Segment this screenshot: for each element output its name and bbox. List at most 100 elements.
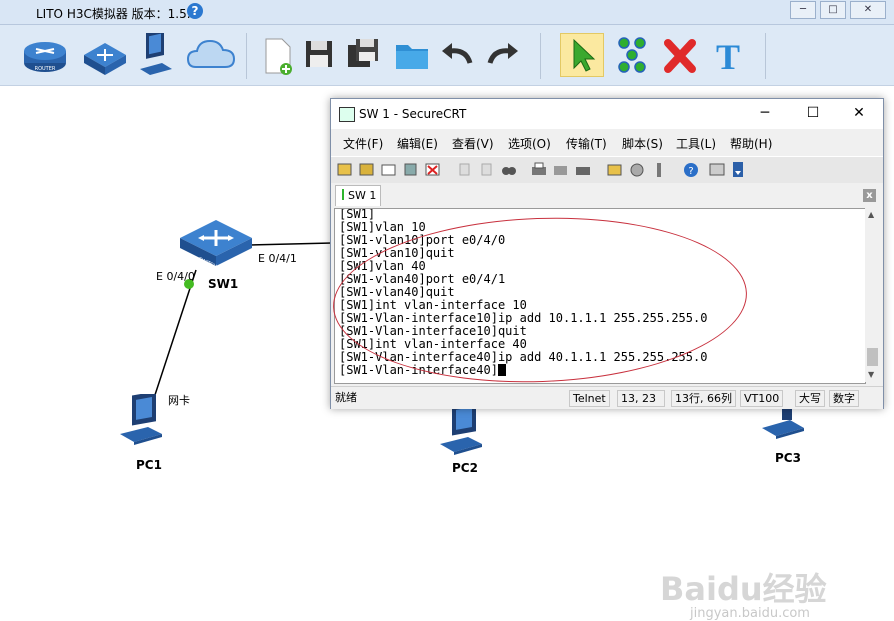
printer-icon[interactable] (575, 162, 591, 177)
scroll-thumb[interactable] (867, 348, 878, 366)
menu-tools[interactable]: 工具(L) (676, 137, 717, 151)
switch-icon[interactable] (80, 33, 126, 77)
status-ready: 就绪 (335, 391, 357, 404)
crt-close-button[interactable]: ✕ (853, 105, 865, 121)
status-caps: 大写 (795, 390, 825, 407)
app-maximize-button[interactable]: □ (820, 1, 846, 19)
terminal-line: [SW1]vlan 40 (339, 259, 426, 273)
print-setup-icon[interactable] (553, 162, 569, 177)
scroll-down-icon[interactable]: ▼ (868, 370, 875, 379)
pc2-label: PC2 (452, 461, 478, 475)
crt-titlebar: SW 1 - SecureCRT ─ ☐ ✕ (331, 99, 883, 129)
help-about-icon[interactable]: ? (683, 162, 699, 177)
terminal-line: [SW1-vlan40]port e0/4/1 (339, 272, 506, 286)
status-rows-cols: 13行, 66列 (671, 390, 736, 407)
pc-node-pc3[interactable] (760, 404, 810, 452)
terminal-line: [SW1-Vlan-interface10]quit (339, 324, 527, 338)
status-terminal-type: VT100 (740, 390, 784, 407)
svg-text:ROUTER: ROUTER (35, 66, 56, 72)
crt-maximize-button[interactable]: ☐ (806, 105, 820, 121)
terminal-prompt-line: [SW1-Vlan-interface40] (339, 363, 506, 377)
port-label-e040: E 0/4/0 (156, 270, 195, 283)
menu-script[interactable]: 脚本(S) (622, 137, 663, 151)
baidu-watermark-url: jingyan.baidu.com (690, 606, 810, 621)
router-icon[interactable]: ROUTER (22, 33, 68, 77)
connect-tab-icon[interactable] (381, 162, 397, 177)
tab-sw1[interactable]: SW 1 (335, 185, 381, 206)
terminal-line: [SW1-Vlan-interface10]ip add 10.1.1.1 25… (339, 311, 708, 325)
connect-icon[interactable] (337, 162, 353, 177)
open-folder-icon[interactable] (392, 33, 438, 77)
crt-toolbar: ? (331, 156, 883, 184)
delete-icon[interactable] (660, 33, 706, 77)
svg-text:?: ? (688, 166, 693, 177)
print-icon[interactable] (531, 162, 547, 177)
quick-connect-icon[interactable] (359, 162, 375, 177)
app-title: LITO H3C模拟器 版本：1.5.2 (36, 7, 199, 21)
connect-tool-icon[interactable] (612, 33, 658, 77)
global-options-icon[interactable] (629, 162, 645, 177)
session-options-icon[interactable] (607, 162, 623, 177)
crt-menubar: 文件(F) 编辑(E) 查看(V) 选项(O) 传输(T) 脚本(S) 工具(L… (331, 129, 883, 155)
toolbar-separator (246, 33, 247, 79)
securecrt-app-icon (339, 107, 355, 122)
find-icon[interactable] (501, 162, 517, 177)
crt-tab-row: SW 1 x (331, 183, 883, 207)
app-minimize-button[interactable]: ─ (790, 1, 816, 19)
select-pointer-icon[interactable] (560, 33, 604, 77)
pc1-label: PC1 (136, 458, 162, 472)
crt-minimize-button[interactable]: ─ (760, 105, 770, 121)
port-label-e041: E 0/4/1 (258, 252, 297, 265)
link-status-dot (184, 279, 194, 289)
new-file-icon[interactable] (258, 33, 304, 77)
menu-view[interactable]: 查看(V) (452, 137, 494, 151)
scroll-up-icon[interactable]: ▲ (868, 210, 875, 219)
reconnect-icon[interactable] (403, 162, 419, 177)
terminal-line: [SW1-vlan10]port e0/4/0 (339, 233, 506, 247)
keymap-icon[interactable] (651, 162, 667, 177)
nic-label: 网卡 (168, 394, 190, 407)
baidu-watermark: Baidu经验 (660, 570, 827, 608)
paste-icon[interactable] (479, 162, 495, 177)
terminal-scrollbar[interactable]: ▲ ▼ (865, 208, 880, 382)
toolbar-overflow-icon[interactable] (733, 162, 743, 177)
terminal-prompt: [SW1-Vlan-interface40] (339, 363, 498, 377)
crt-statusbar: 就绪 Telnet 13, 23 13行, 66列 VT100 大写 数字 (331, 386, 883, 409)
copy-icon[interactable] (457, 162, 473, 177)
terminal-line: [SW1] (339, 208, 376, 221)
save-as-icon[interactable] (344, 33, 390, 77)
tab-sw1-label: SW 1 (348, 189, 377, 202)
save-icon[interactable] (300, 33, 346, 77)
disconnect-icon[interactable] (425, 162, 441, 177)
sw1-label: SW1 (208, 277, 239, 291)
pc-node-pc1[interactable] (118, 391, 168, 450)
terminal-line: [SW1]int vlan-interface 40 (339, 337, 527, 351)
tab-close-icon[interactable]: x (863, 189, 876, 202)
menu-help[interactable]: 帮助(H) (730, 137, 773, 151)
status-num: 数字 (829, 390, 859, 407)
text-tool-icon[interactable]: T (708, 33, 754, 77)
securecrt-window[interactable]: SW 1 - SecureCRT ─ ☐ ✕ 文件(F) 编辑(E) 查看(V)… (330, 98, 884, 409)
help-icon[interactable]: ? (187, 3, 203, 19)
link-sw1-pc2 (249, 242, 333, 246)
sftp-icon[interactable] (709, 162, 725, 177)
terminal-line: [SW1-vlan40]quit (339, 285, 455, 299)
toolbar-separator (540, 33, 541, 79)
terminal-line: [SW1-vlan10]quit (339, 246, 455, 260)
cloud-icon[interactable] (186, 33, 236, 77)
crt-title: SW 1 - SecureCRT (359, 107, 467, 121)
menu-options[interactable]: 选项(O) (508, 137, 551, 151)
undo-icon[interactable] (436, 33, 482, 77)
menu-edit[interactable]: 编辑(E) (397, 137, 438, 151)
app-close-button[interactable]: ✕ (850, 1, 886, 19)
redo-icon[interactable] (484, 33, 530, 77)
connected-indicator (342, 189, 344, 200)
toolbar-separator (765, 33, 766, 79)
terminal-line: [SW1-Vlan-interface40]ip add 40.1.1.1 25… (339, 350, 708, 364)
app-titlebar: LITO H3C模拟器 版本：1.5.2 ? ─ □ ✕ (0, 0, 894, 25)
pc-icon[interactable] (136, 29, 182, 77)
menu-transfer[interactable]: 传输(T) (566, 137, 607, 151)
switch-node-sw1[interactable]: SWITCH (178, 216, 254, 272)
pc-node-pc2[interactable] (438, 401, 488, 460)
menu-file[interactable]: 文件(F) (343, 137, 384, 151)
